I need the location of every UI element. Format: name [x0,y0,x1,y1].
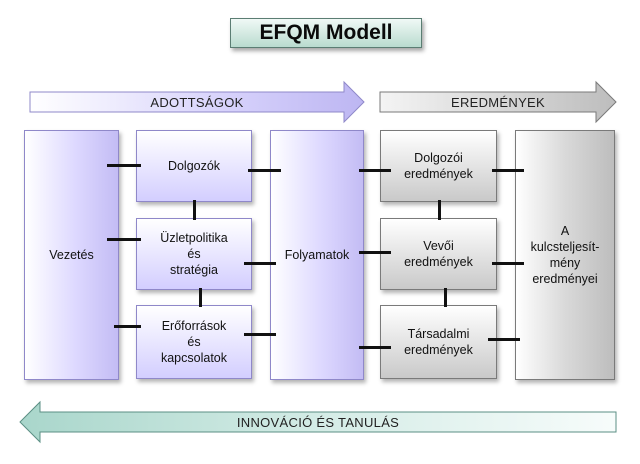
connector-processes-people-results [359,169,391,172]
enablers-label: ADOTTSÁGOK [150,94,244,110]
connector-policy-resources [199,288,202,307]
connector-people-results-customer [438,200,441,220]
connector-leadership-policy [107,238,141,241]
resources-label: Erőforrások és kapcsolatok [160,319,227,365]
connector-people-processes [248,169,281,172]
connector-people-results-key [492,169,524,172]
connector-leadership-resources [114,325,141,328]
enablers-arrow-shape [29,80,365,124]
customer-results-label: Vevői eredmények [404,239,473,269]
connector-customer-results-key [492,262,524,265]
connector-processes-customer-results [359,251,391,254]
connector-processes-society-results [359,346,391,349]
innovation-label: INNOVÁCIÓ ÉS TANULÁS [236,414,400,430]
policy-strategy-box: Üzletpolitika és stratégia [136,218,252,290]
resources-box: Erőforrások és kapcsolatok [136,305,252,379]
connector-people-policy [193,200,196,220]
people-results-box: Dolgozói eredmények [380,130,497,202]
connector-customer-society-results [444,288,447,307]
people-box: Dolgozók [136,130,252,202]
results-label: EREDMÉNYEK [450,94,546,110]
results-arrow-shape [379,80,617,124]
innovation-arrow-shape [19,400,617,444]
leadership-label: Vezetés [49,248,94,262]
processes-box: Folyamatok [270,130,364,380]
society-results-box: Társadalmi eredmények [380,305,497,379]
diagram-title: EFQM Modell [230,18,422,48]
results-arrow: EREDMÉNYEK [379,80,617,124]
policy-strategy-label: Üzletpolitika és stratégia [160,231,228,277]
diagram-title-text: EFQM Modell [259,21,393,44]
people-results-label: Dolgozói eredmények [404,151,473,181]
people-label: Dolgozók [167,159,221,173]
key-results-label: A kulcsteljesít- mény eredményei [530,224,600,286]
connector-resources-processes [244,333,276,336]
society-results-label: Társadalmi eredmények [404,327,473,357]
innovation-learning-arrow: INNOVÁCIÓ ÉS TANULÁS [19,400,617,444]
connector-society-results-key [488,338,520,341]
leadership-box: Vezetés [24,130,119,380]
enablers-arrow: ADOTTSÁGOK [29,80,365,124]
customer-results-box: Vevői eredmények [380,218,497,290]
connector-leadership-people [107,164,141,167]
connector-policy-processes [244,262,276,265]
processes-label: Folyamatok [284,248,350,262]
key-results-box: A kulcsteljesít- mény eredményei [515,130,615,380]
